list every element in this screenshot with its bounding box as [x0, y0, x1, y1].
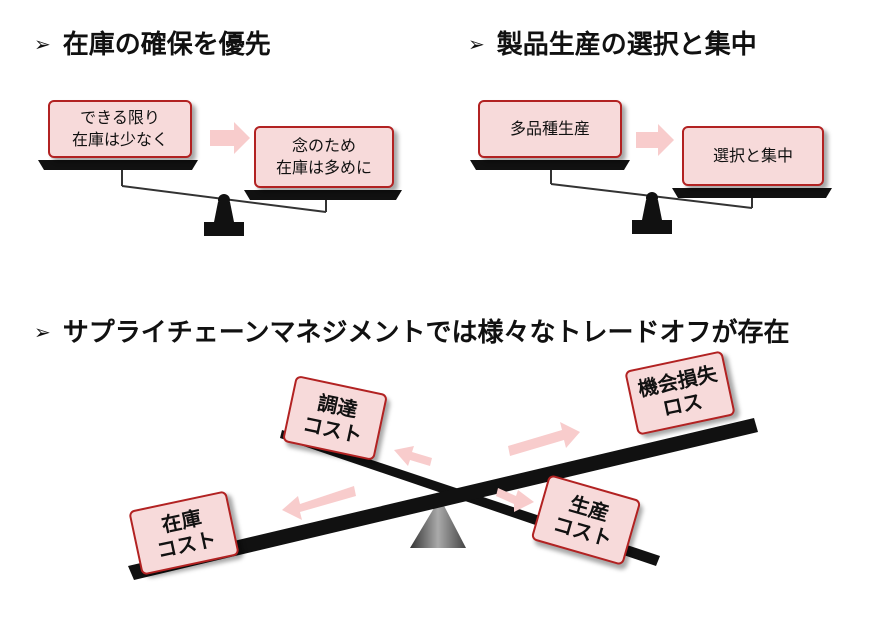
- heading-text: サプライチェーンマネジメントでは様々なトレードオフが存在: [62, 318, 790, 348]
- right-arrow: [210, 122, 250, 154]
- heading-inventory-priority: ➢ 在庫の確保を優先: [34, 24, 271, 61]
- box-multi-product: 多品種生産: [478, 100, 622, 158]
- arrow-to-opportunity-loss: [508, 422, 580, 456]
- arrowhead-bullet-icon: ➢: [468, 32, 485, 56]
- box-line: 在庫は少なく: [71, 130, 168, 149]
- box-minimal-inventory: できる限り 在庫は少なく: [48, 100, 192, 158]
- box-line: 選択と集中: [712, 146, 793, 165]
- heading-tradeoffs: ➢ サプライチェーンマネジメントでは様々なトレードオフが存在: [34, 312, 789, 349]
- left-pan: [470, 160, 630, 170]
- heading-text: 在庫の確保を優先: [62, 30, 271, 60]
- box-line: 念のため: [291, 136, 356, 155]
- box-line: できる限り: [80, 108, 160, 127]
- arrow-to-inventory: [282, 486, 356, 520]
- fulcrum: [214, 202, 234, 222]
- heading-product-focus: ➢ 製品生産の選択と集中: [468, 24, 757, 61]
- right-arrow: [636, 124, 674, 156]
- box-line: 在庫は多めに: [275, 158, 372, 177]
- heading-text: 製品生産の選択と集中: [496, 30, 757, 60]
- fulcrum-base: [204, 222, 244, 236]
- right-pan: [244, 190, 402, 200]
- arrowhead-bullet-icon: ➢: [34, 320, 51, 344]
- arrow-to-production: [496, 488, 534, 512]
- box-line: 多品種生産: [509, 119, 590, 138]
- seesaw-bar: [128, 418, 758, 580]
- balance-scale-1: [38, 122, 402, 236]
- arrowhead-bullet-icon: ➢: [34, 32, 51, 56]
- balance-scale-2: [470, 124, 832, 234]
- right-pan: [672, 188, 832, 198]
- fulcrum: [642, 200, 662, 220]
- arrow-to-procurement: [394, 446, 432, 466]
- left-pan: [38, 160, 198, 170]
- box-extra-inventory: 念のため 在庫は多めに: [254, 126, 394, 188]
- fulcrum-base: [632, 220, 672, 234]
- box-selection-focus: 選択と集中: [682, 126, 824, 186]
- fulcrum: [410, 498, 466, 548]
